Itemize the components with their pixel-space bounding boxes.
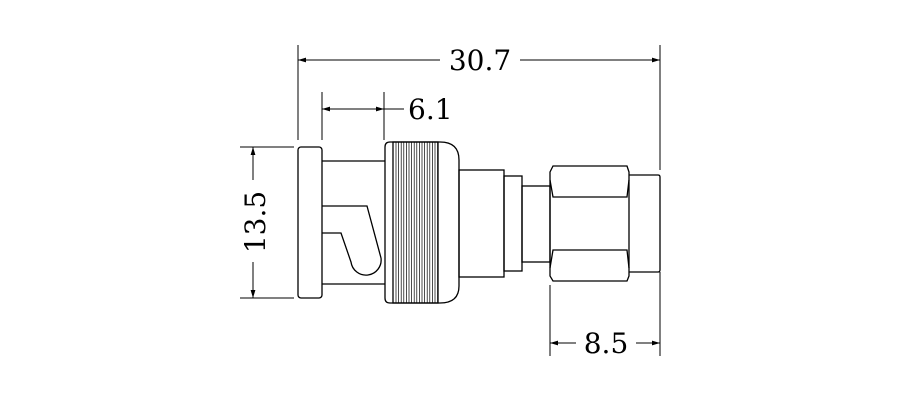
body-sleeve [458,169,505,278]
bayonet-slot-lower [322,232,382,276]
sma-tail [629,174,661,273]
dimension-label-offset: 6.1 [408,93,453,126]
dimension-label-sma: 8.5 [584,327,629,360]
sma-hex-nut [549,165,630,282]
dimension-overall-length: 30.7 [297,44,661,170]
bnc-flange [297,146,323,299]
bnc-body [322,160,385,285]
dimension-flange-offset: 6.1 [321,92,453,140]
connector-body [297,141,661,304]
knurl-band [392,141,439,304]
dimension-height: 13.5 [239,146,294,299]
bayonet-slot-upper [322,205,382,259]
neck [521,185,551,263]
dimension-label-height: 13.5 [239,191,272,253]
hex-facets [549,179,630,269]
knurled-nut [384,141,460,304]
dimension-sma-length: 8.5 [549,272,661,360]
body-step [503,175,523,272]
knurl-pattern [392,141,439,304]
dimension-label-overall: 30.7 [449,44,511,77]
